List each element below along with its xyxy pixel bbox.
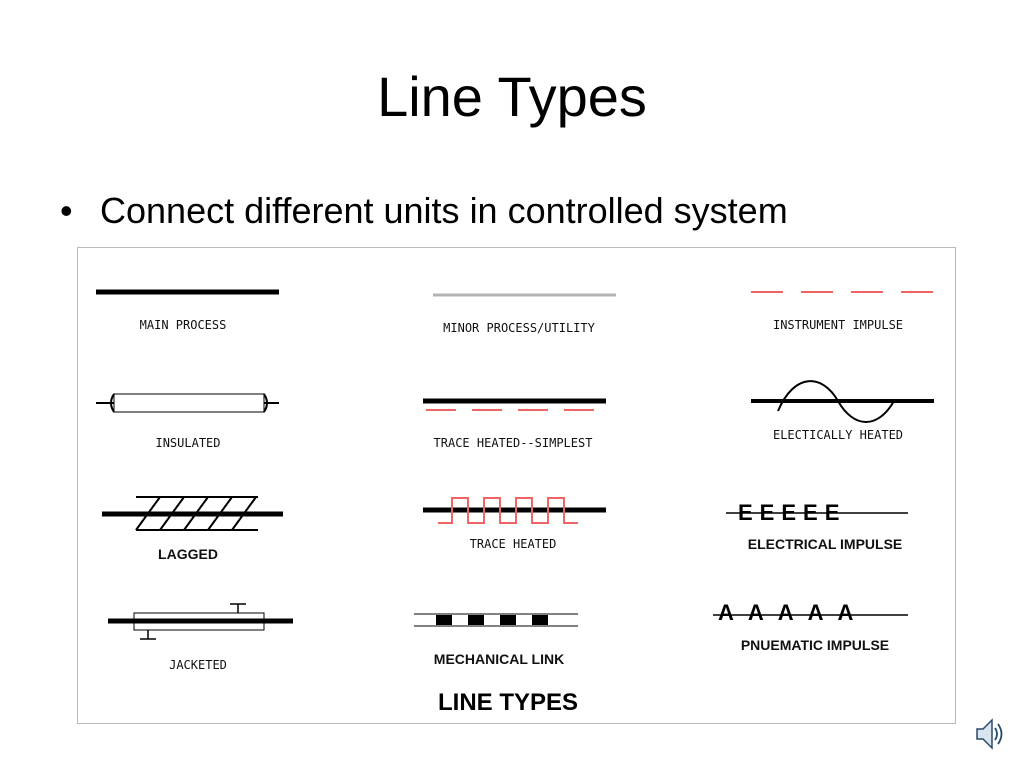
- trace-heated-simplest-symbol: [423, 398, 606, 411]
- label-insulated: INSULATED: [155, 436, 221, 450]
- line-symbols-drawing: [96, 289, 935, 640]
- label-electrical-impulse: ELECTRICAL IMPULSE: [747, 536, 903, 552]
- electrical-impulse-letters: EEEEE: [738, 500, 847, 525]
- label-minor-process: MINOR PROCESS/UTILITY: [443, 321, 595, 335]
- speaker-icon[interactable]: [974, 716, 1004, 752]
- figure-title: LINE TYPES: [437, 689, 579, 716]
- label-instrument-impulse: INSTRUMENT IMPULSE: [772, 318, 904, 332]
- insulated-symbol: [96, 393, 279, 413]
- label-trace-heated: TRACE HEATED: [469, 537, 557, 551]
- bullet-item: • Connect different units in controlled …: [60, 188, 788, 234]
- slide-title: Line Types: [377, 65, 647, 128]
- trace-heated-symbol: [423, 497, 606, 524]
- label-main-process: MAIN PROCESS: [139, 318, 227, 332]
- label-trace-heated-simplest: TRACE HEATED--SIMPLEST: [433, 436, 593, 450]
- bullet-dot: •: [60, 190, 73, 231]
- label-pneumatic-impulse: PNUEMATIC IMPULSE: [740, 637, 890, 653]
- electrically-heated-symbol: [751, 380, 934, 423]
- line-types-figure: MAIN PROCESS MINOR PROCESS/UTILITY INSTR…: [77, 247, 956, 724]
- label-mechanical-link: MECHANICAL LINK: [433, 651, 565, 667]
- label-lagged: LAGGED: [158, 546, 218, 562]
- label-jacketed: JACKETED: [169, 658, 227, 672]
- jacketed-symbol: [108, 603, 293, 640]
- pneumatic-impulse-letters: AAAAA: [718, 600, 868, 625]
- bullet-text: Connect different units in controlled sy…: [100, 190, 788, 231]
- label-electrically-heated: ELECTICALLY HEATED: [772, 428, 904, 442]
- mechanical-link-symbol: [414, 613, 578, 627]
- lagged-symbol: [102, 496, 283, 531]
